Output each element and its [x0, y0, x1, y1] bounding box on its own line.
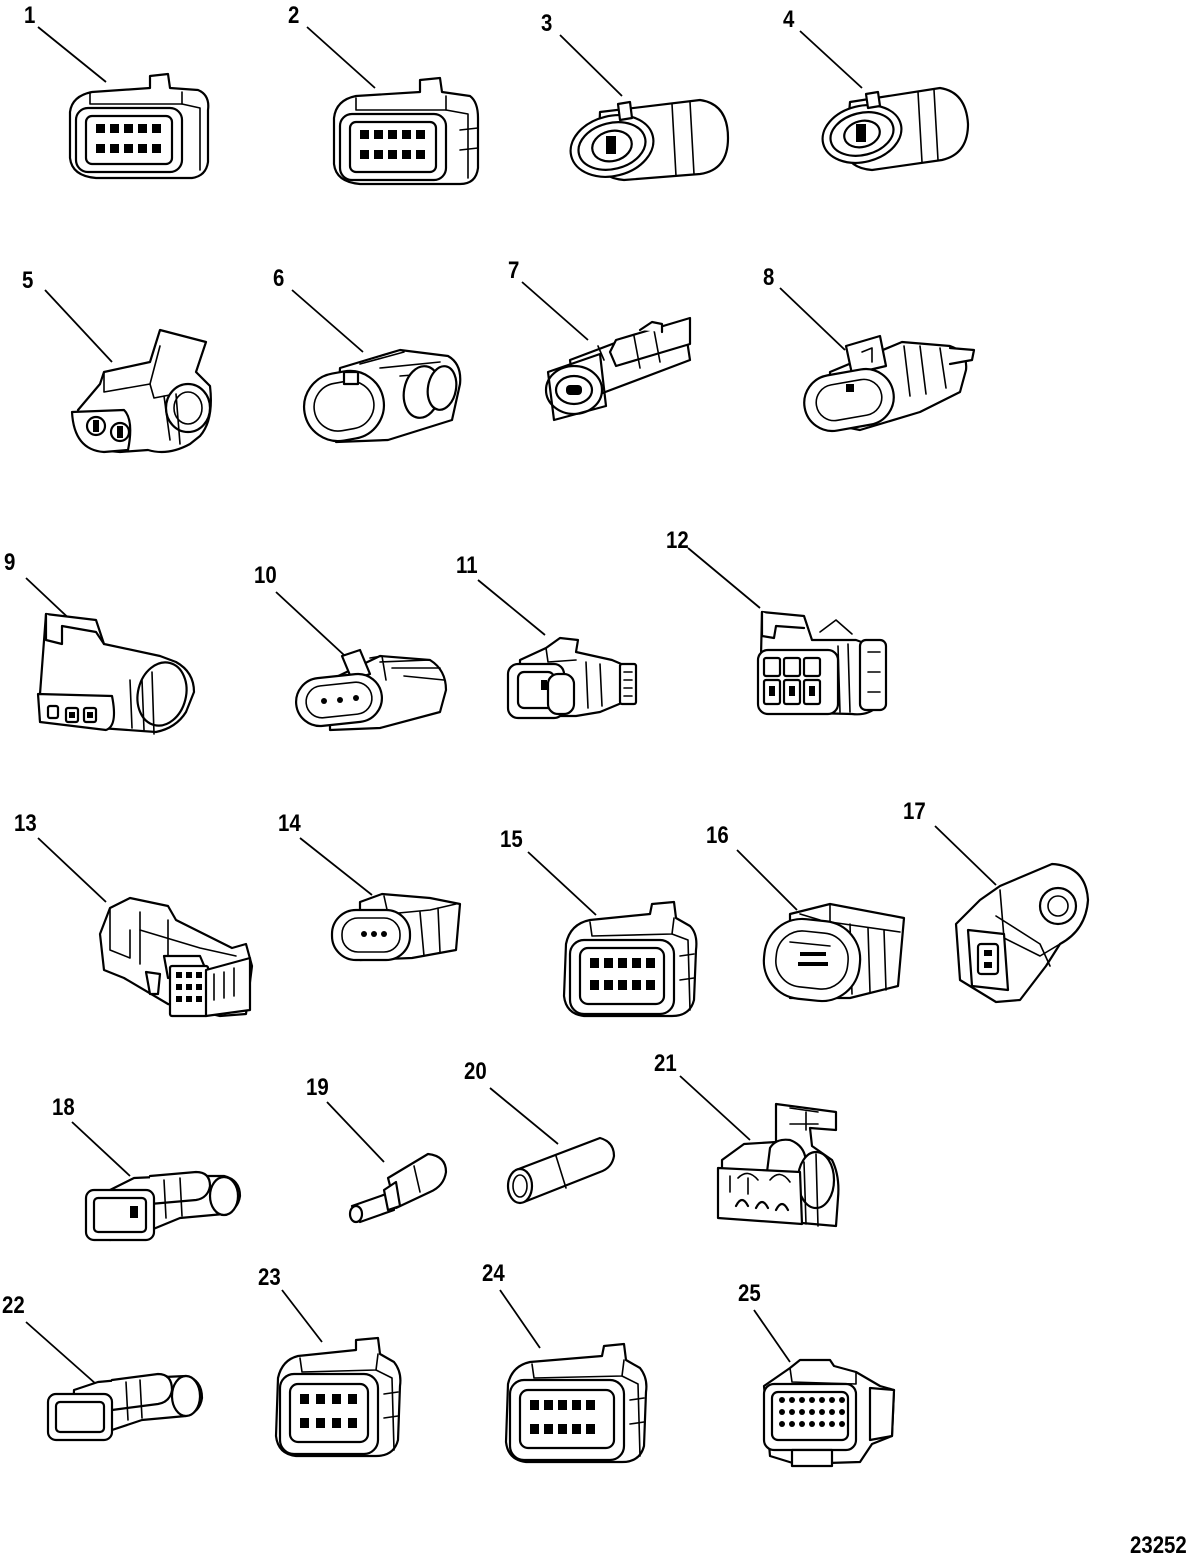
connector-16	[762, 902, 906, 1003]
callout-17: 17	[903, 798, 926, 825]
callout-22: 22	[2, 1292, 25, 1319]
callout-13: 13	[14, 810, 37, 837]
callout-11: 11	[456, 552, 478, 579]
connector-25	[762, 1358, 896, 1468]
connector-9	[36, 612, 196, 735]
connector-22	[46, 1372, 204, 1442]
callout-10: 10	[254, 562, 277, 589]
callout-3: 3	[541, 10, 553, 37]
connector-4	[821, 86, 970, 172]
callout-2: 2	[288, 2, 300, 29]
callout-15: 15	[500, 826, 523, 853]
callout-18: 18	[52, 1094, 75, 1121]
callout-14: 14	[278, 810, 301, 837]
callout-4: 4	[783, 6, 795, 33]
connector-3	[569, 98, 730, 182]
connector-11	[506, 636, 638, 720]
leader-lines	[25, 26, 997, 1385]
callout-1: 1	[24, 2, 36, 29]
callout-12: 12	[666, 527, 689, 554]
connector-17	[954, 862, 1090, 1004]
connector-23	[274, 1336, 402, 1458]
connector-24	[504, 1342, 648, 1464]
connector-14	[330, 892, 462, 962]
callout-19: 19	[306, 1074, 329, 1101]
connector-2	[332, 76, 480, 186]
callout-25: 25	[738, 1280, 761, 1307]
callout-23: 23	[258, 1264, 281, 1291]
figure-number: 23252	[1130, 1532, 1187, 1559]
connector-1	[68, 72, 210, 180]
callout-24: 24	[482, 1260, 505, 1287]
callout-21: 21	[654, 1050, 677, 1077]
connector-7	[544, 316, 692, 422]
connector-18	[84, 1170, 242, 1242]
callout-16: 16	[706, 822, 729, 849]
connector-21	[716, 1102, 840, 1228]
connector-10	[295, 648, 448, 732]
callout-8: 8	[763, 264, 775, 291]
connector-12	[756, 610, 888, 716]
connector-8	[803, 334, 976, 433]
terminal-19	[348, 1152, 448, 1224]
connector-5	[70, 328, 212, 454]
terminal-20	[506, 1136, 616, 1205]
callout-6: 6	[273, 265, 285, 292]
callout-20: 20	[464, 1058, 487, 1085]
connector-15	[562, 900, 698, 1018]
callout-5: 5	[22, 267, 34, 294]
callout-7: 7	[508, 257, 520, 284]
callout-9: 9	[4, 549, 16, 576]
connector-13	[98, 896, 254, 1018]
connector-6	[302, 348, 462, 444]
